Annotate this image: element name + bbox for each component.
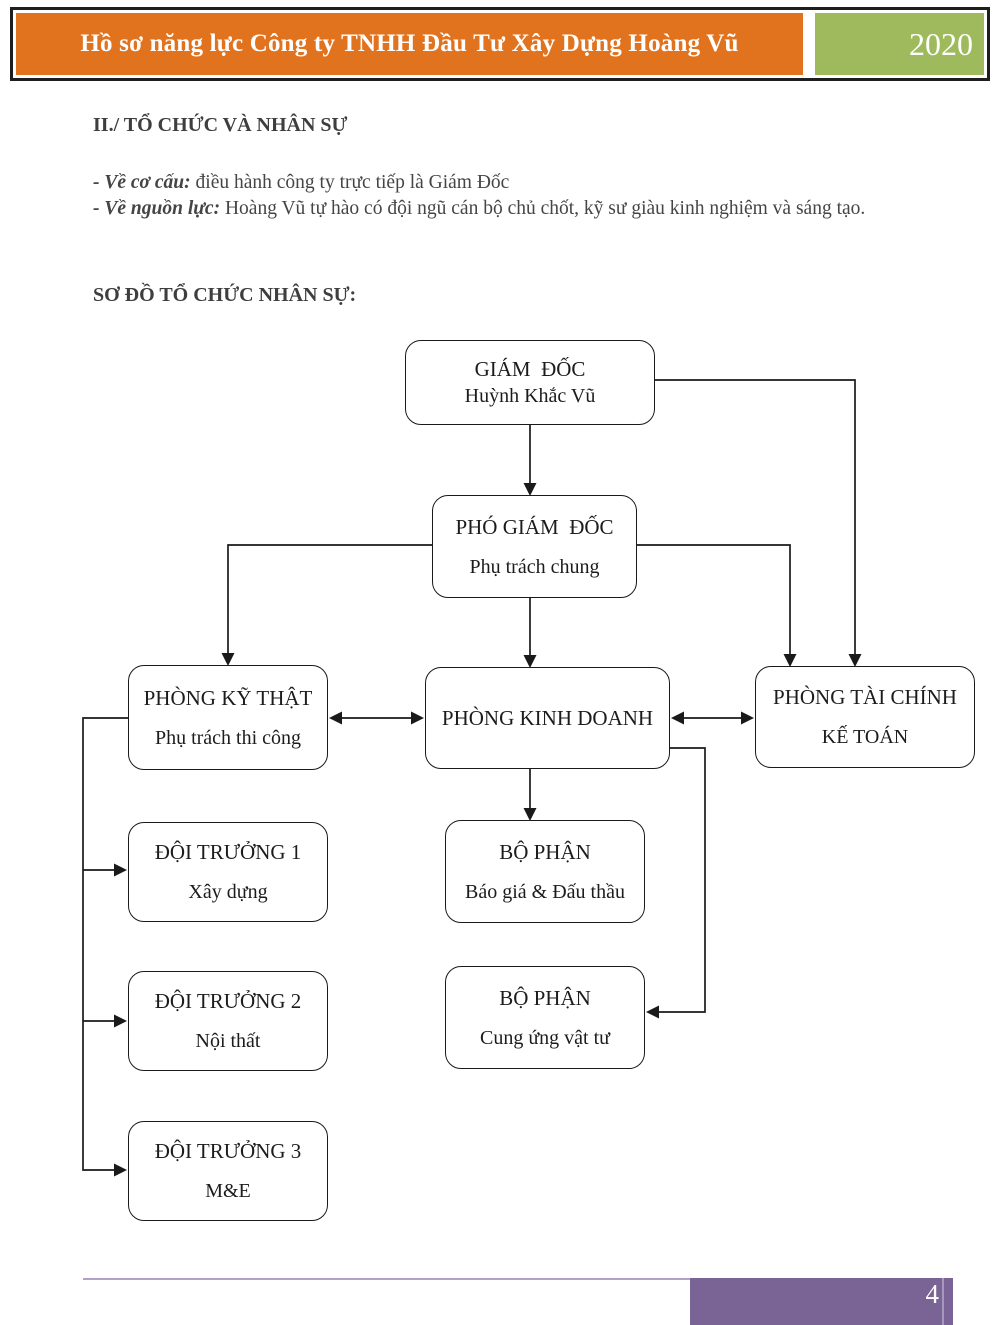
org-node-giam-doc-subtitle: Huỳnh Khắc Vũ <box>464 385 596 407</box>
bullet-nguon-luc: - Về nguồn lực: Hoàng Vũ tự hào có đội n… <box>93 196 941 222</box>
org-node-doi-truong-1-subtitle: Xây dựng <box>188 881 268 903</box>
org-node-bo-phan-cung-ung-title: BỘ PHẬN <box>499 985 591 1010</box>
banner-year: 2020 <box>909 25 973 62</box>
intro-paragraph: - Về cơ cấu: điều hành công ty trực tiếp… <box>93 170 941 222</box>
org-node-doi-truong-1: ĐỘI TRƯỞNG 1 Xây dựng <box>128 822 328 922</box>
footer-bar-accent-line <box>942 1278 944 1325</box>
org-node-phong-ky-that-title: PHÒNG KỸ THẬT <box>143 685 313 710</box>
org-node-phong-kinh-doanh: PHÒNG KINH DOANH <box>425 667 670 769</box>
org-node-doi-truong-3: ĐỘI TRƯỞNG 3 M&E <box>128 1121 328 1221</box>
banner-title-block: Hồ sơ năng lực Công ty TNHH Đầu Tư Xây D… <box>16 13 803 75</box>
bullet-co-cau: - Về cơ cấu: điều hành công ty trực tiếp… <box>93 170 941 196</box>
org-node-doi-truong-2-title: ĐỘI TRƯỞNG 2 <box>154 989 302 1013</box>
org-node-doi-truong-1-title: ĐỘI TRƯỞNG 1 <box>154 840 302 864</box>
org-node-doi-truong-2-subtitle: Nội thất <box>195 1030 261 1052</box>
footer-page-bar: 4 <box>690 1278 953 1325</box>
section-heading: II./ TỔ CHỨC VÀ NHÂN SỰ <box>93 114 348 136</box>
banner-title: Hồ sơ năng lực Công ty TNHH Đầu Tư Xây D… <box>80 30 739 57</box>
org-node-phong-kinh-doanh-title: PHÒNG KINH DOANH <box>441 705 654 730</box>
banner-year-block: 2020 <box>815 13 984 75</box>
org-chart-heading: SƠ ĐỒ TỔ CHỨC NHÂN SỰ: <box>93 284 357 306</box>
org-node-bo-phan-bao-gia-title: BỘ PHẬN <box>499 839 591 864</box>
org-node-phong-ky-that: PHÒNG KỸ THẬT Phụ trách thi công <box>128 665 328 770</box>
org-node-phong-tai-chinh: PHÒNG TÀI CHÍNH KẾ TOÁN <box>755 666 975 768</box>
page-header-banner: Hồ sơ năng lực Công ty TNHH Đầu Tư Xây D… <box>10 7 990 81</box>
org-node-phong-tai-chinh-title: PHÒNG TÀI CHÍNH <box>773 685 957 709</box>
org-node-bo-phan-cung-ung: BỘ PHẬN Cung ứng vật tư <box>445 966 645 1069</box>
bullet-nguon-luc-text: Hoàng Vũ tự hào có đội ngũ cán bộ chủ ch… <box>224 198 866 219</box>
org-node-doi-truong-3-title: ĐỘI TRƯỞNG 3 <box>154 1139 302 1163</box>
org-node-pho-giam-doc-title: PHÓ GIÁM ĐỐC <box>455 514 614 539</box>
org-node-bo-phan-cung-ung-subtitle: Cung ứng vật tư <box>479 1026 610 1049</box>
org-node-pho-giam-doc: PHÓ GIÁM ĐỐC Phụ trách chung <box>432 495 637 598</box>
org-node-doi-truong-2: ĐỘI TRƯỞNG 2 Nội thất <box>128 971 328 1071</box>
org-node-doi-truong-3-subtitle: M&E <box>205 1180 251 1202</box>
org-node-giam-doc: GIÁM ĐỐC Huỳnh Khắc Vũ <box>405 340 655 425</box>
page-number: 4 <box>925 1279 940 1309</box>
org-node-bo-phan-bao-gia-subtitle: Báo giá & Đấu thầu <box>465 880 625 903</box>
bullet-co-cau-label: - Về cơ cấu: <box>93 172 191 193</box>
org-node-giam-doc-title: GIÁM ĐỐC <box>474 357 586 381</box>
org-node-phong-tai-chinh-subtitle: KẾ TOÁN <box>821 726 909 748</box>
bullet-co-cau-text: điều hành công ty trực tiếp là Giám Đốc <box>195 172 510 193</box>
footer-divider-line <box>83 1278 690 1280</box>
org-node-pho-giam-doc-subtitle: Phụ trách chung <box>469 555 600 578</box>
org-node-phong-ky-that-subtitle: Phụ trách thi công <box>154 726 302 749</box>
bullet-nguon-luc-label: - Về nguồn lực: <box>93 198 221 219</box>
org-node-bo-phan-bao-gia: BỘ PHẬN Báo giá & Đấu thầu <box>445 820 645 923</box>
